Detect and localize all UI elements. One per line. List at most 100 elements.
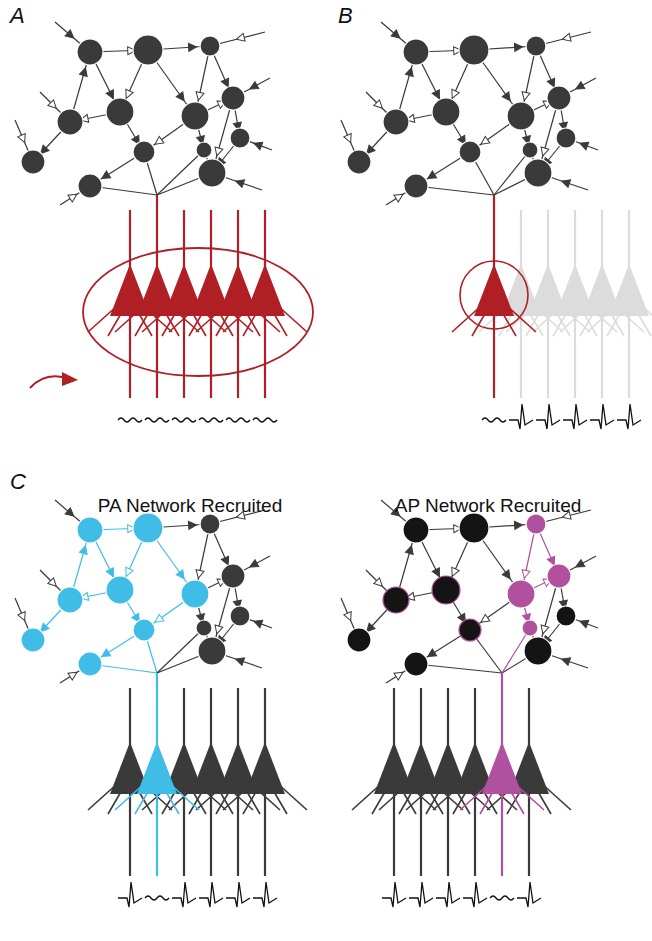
synapse-marker [520, 92, 529, 101]
network-neuron [383, 587, 409, 613]
network-neuron [221, 86, 245, 110]
synapse-marker [394, 669, 405, 680]
panel-illustration [15, 500, 307, 907]
pyramidal-neuron [460, 673, 544, 876]
voltage-trace [226, 418, 250, 422]
synapse-marker [560, 655, 570, 665]
network-neuron [181, 102, 209, 130]
synapse-marker [514, 43, 522, 51]
synapse-marker [574, 560, 585, 571]
network-neuron [198, 637, 226, 665]
network-neuron [524, 637, 552, 665]
network-neuron [77, 517, 103, 543]
pyramidal-neuron [223, 210, 307, 398]
panel-illustration [341, 22, 652, 429]
network-neuron [78, 174, 102, 198]
synapse-marker [213, 147, 223, 157]
panel-label: A [10, 4, 25, 28]
synapse-marker [248, 82, 259, 93]
synapse-marker [248, 560, 259, 571]
synapse-marker [502, 570, 513, 581]
network-neuron [181, 580, 209, 608]
network-neuron [403, 39, 429, 65]
network-neuron [198, 159, 226, 187]
voltage-trace [436, 882, 460, 907]
network-projection [416, 664, 502, 673]
network-neuron [507, 102, 535, 130]
synapse-marker [213, 625, 223, 635]
synapse-marker [560, 177, 570, 187]
network-neuron [347, 150, 371, 174]
panel-label: B [338, 4, 353, 28]
recruitment-outline [83, 248, 313, 376]
pyramidal-neuron [223, 688, 307, 876]
network-neuron [522, 620, 538, 636]
synapse-marker [68, 669, 79, 680]
network-neuron [196, 142, 212, 158]
network-neuron [547, 86, 571, 110]
voltage-trace [172, 882, 196, 907]
synapse-marker [252, 617, 262, 627]
synapse-marker [79, 545, 89, 555]
voltage-trace [463, 882, 487, 907]
synapse-marker [153, 614, 164, 625]
voltage-trace [509, 404, 533, 429]
network-neuron [556, 606, 576, 626]
voltage-trace [536, 404, 560, 429]
synapse-marker [176, 92, 187, 103]
synapse-marker [194, 570, 203, 579]
voltage-trace [172, 418, 196, 422]
synapse-marker [374, 100, 385, 111]
network-neuron [106, 98, 134, 126]
synapse-marker [65, 508, 76, 519]
network-neuron [200, 36, 220, 56]
synapse-marker [234, 177, 244, 187]
network-neuron [507, 580, 535, 608]
network-neuron [200, 514, 220, 534]
inhibitory-terminal [62, 372, 78, 386]
voltage-trace [382, 882, 406, 907]
pyramidal-neuron [115, 195, 199, 398]
network-neuron [526, 514, 546, 534]
network-neuron [404, 174, 428, 198]
voltage-trace [145, 418, 169, 422]
network-neuron [404, 652, 428, 676]
voltage-trace [563, 404, 587, 429]
voltage-trace [118, 882, 142, 907]
network-neuron [133, 619, 155, 641]
synapse-marker [426, 171, 437, 182]
synapse-marker [234, 655, 244, 665]
network-projection [157, 628, 204, 673]
synapse-marker [344, 134, 355, 145]
synapse-marker [176, 570, 187, 581]
network-neuron [57, 587, 83, 613]
voltage-trace [482, 418, 506, 422]
synapse-marker [65, 30, 76, 41]
synapse-marker [153, 136, 164, 147]
synapse-marker [100, 649, 111, 660]
pyramidal-neuron [115, 673, 199, 876]
synapse-marker [252, 139, 262, 149]
synapse-marker [18, 612, 29, 623]
synapse-marker [194, 92, 203, 101]
network-neuron [432, 576, 460, 604]
synapse-marker [405, 545, 415, 555]
network-neuron [459, 513, 489, 543]
synapse-marker [561, 33, 571, 43]
network-neuron [133, 141, 155, 163]
network-neuron [524, 159, 552, 187]
network-neuron [403, 517, 429, 543]
synapse-marker [539, 625, 549, 635]
synapse-marker [235, 33, 245, 43]
synapse-marker [578, 617, 588, 627]
network-neuron [230, 606, 250, 626]
network-neuron [78, 652, 102, 676]
synapse-marker [502, 92, 513, 103]
synapse-marker [374, 578, 385, 589]
synapse-marker [578, 139, 588, 149]
synapse-marker [426, 649, 437, 660]
pyramidal-neuron [587, 210, 652, 398]
network-neuron [57, 109, 83, 135]
network-projection [157, 150, 204, 195]
